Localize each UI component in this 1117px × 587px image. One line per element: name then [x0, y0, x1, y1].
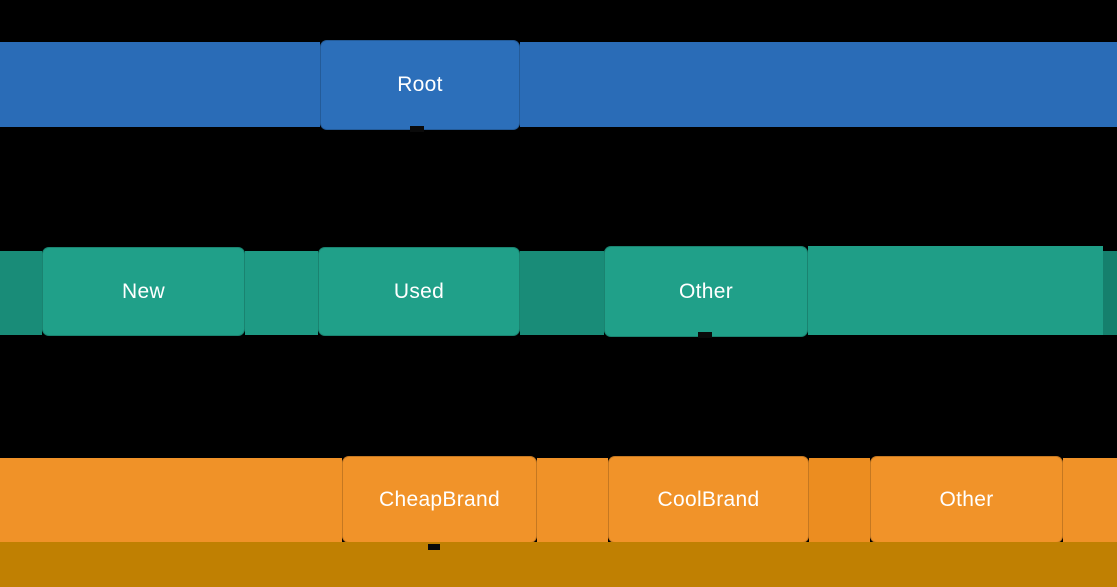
tree-node-label: Other	[678, 279, 734, 303]
tree-node-new-d1[interactable]: New	[42, 247, 245, 336]
tree-segment	[0, 542, 1117, 587]
connector-stub	[410, 126, 424, 132]
tree-node-root-d0[interactable]: Root	[320, 40, 520, 130]
tree-segment	[537, 458, 608, 542]
tree-node-used-d1[interactable]: Used	[318, 247, 520, 336]
tree-node-other-d1[interactable]: Other	[604, 246, 808, 337]
tree-node-label: New	[122, 279, 165, 303]
tree-node-label: Used	[393, 279, 445, 303]
tree-node-label: Root	[397, 73, 443, 96]
connector-stub	[428, 544, 440, 550]
tree-node-label: CheapBrand	[379, 487, 500, 511]
tree-node-coolbrand-d2[interactable]: CoolBrand	[608, 456, 809, 543]
tree-segment	[0, 42, 320, 127]
tree-segment	[520, 42, 1117, 127]
tree-segment	[0, 251, 42, 335]
tree-segment	[0, 458, 342, 542]
tree-segment	[1063, 458, 1117, 542]
tree-segment	[245, 251, 318, 335]
tree-segment	[809, 458, 870, 542]
connector-stub	[698, 332, 712, 338]
tree-node-label: CoolBrand	[657, 487, 760, 511]
tree-segment	[808, 246, 1103, 335]
tree-segment	[520, 251, 604, 335]
tree-segment	[1103, 251, 1117, 335]
tree-node-cheapbrand-d2[interactable]: CheapBrand	[342, 456, 537, 543]
tree-node-label: Other	[939, 487, 994, 511]
tree-node-other-d2[interactable]: Other	[870, 456, 1063, 543]
